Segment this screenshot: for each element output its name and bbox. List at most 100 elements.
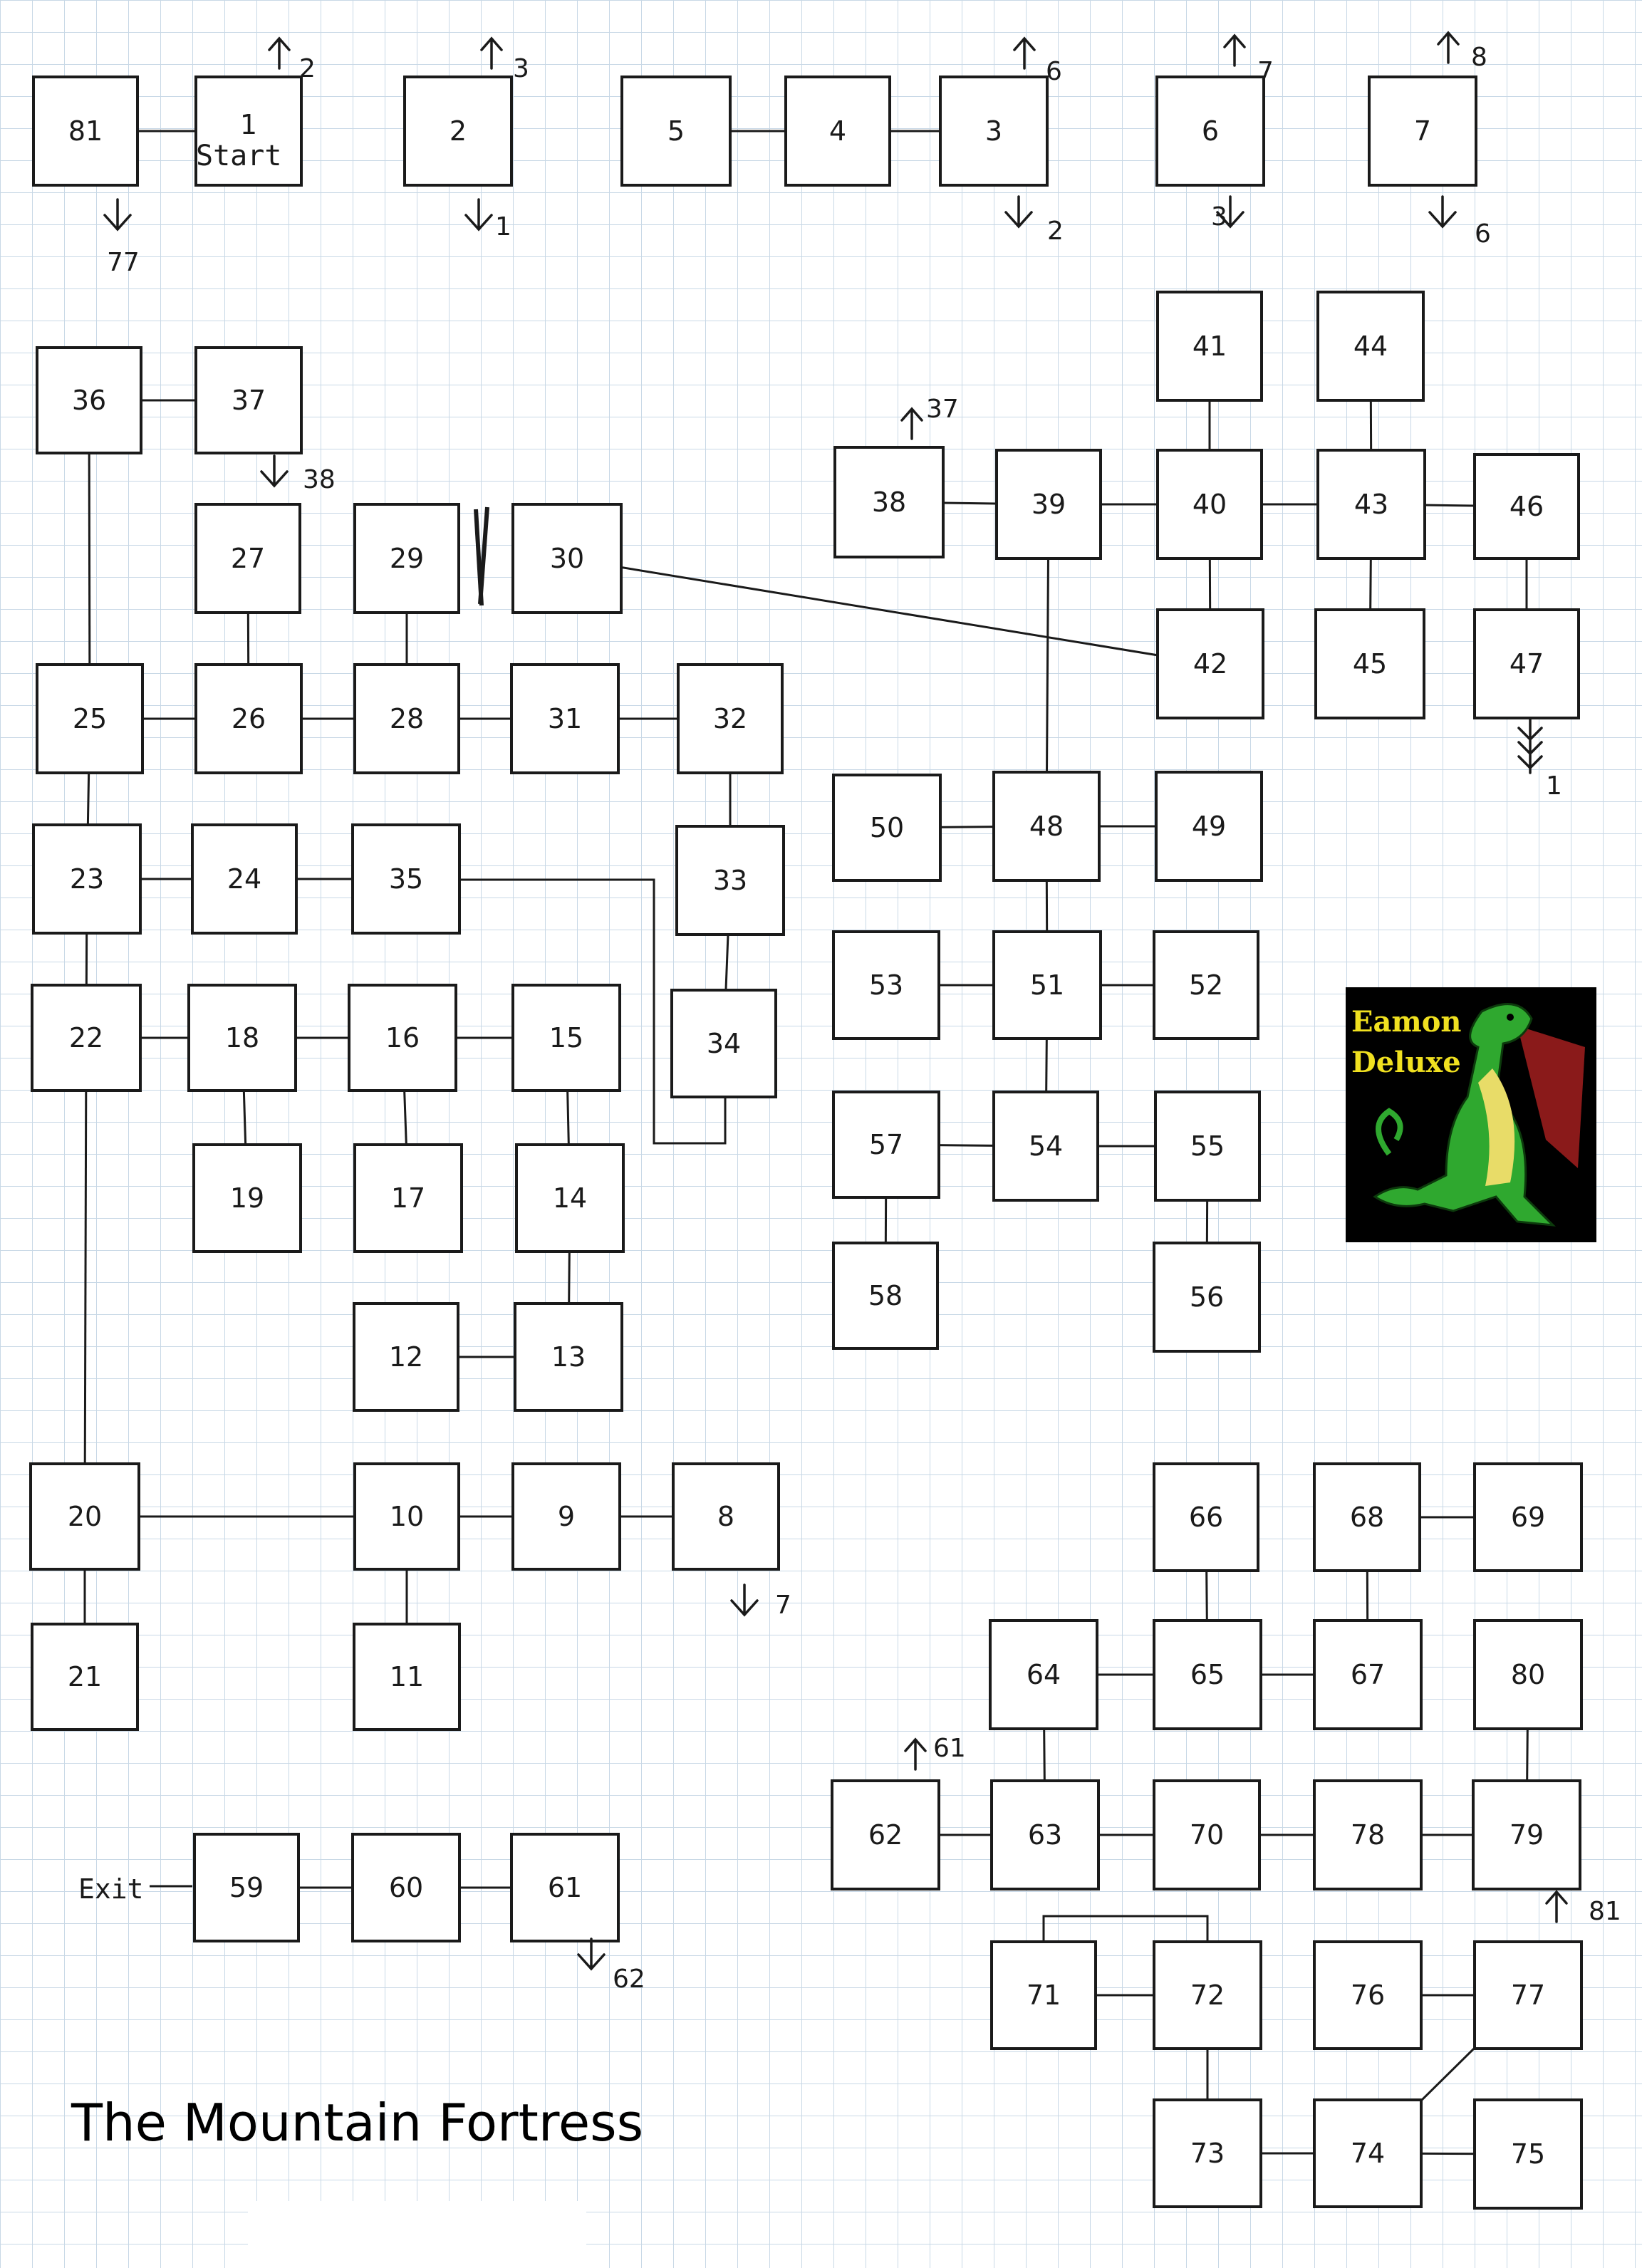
- room-box: [36, 663, 144, 774]
- room-20: 20: [29, 1462, 140, 1571]
- room-60: 60: [351, 1833, 461, 1942]
- room-15: 15: [511, 984, 621, 1092]
- room-number: 20: [68, 1501, 102, 1532]
- room-box: [511, 984, 621, 1092]
- room-number: 69: [1511, 1502, 1545, 1533]
- room-number: 26: [232, 703, 266, 734]
- room-number: 43: [1354, 489, 1388, 520]
- room-77: 77: [1473, 1940, 1583, 2050]
- room-box: [1156, 291, 1263, 402]
- room-box: [1153, 1940, 1262, 2050]
- room-number: 38: [872, 487, 906, 518]
- room-number: 27: [231, 543, 265, 574]
- room-box: [992, 771, 1101, 882]
- room-7: 7: [1368, 76, 1477, 187]
- room-box: [511, 503, 623, 614]
- room-box: [1473, 608, 1580, 719]
- room-number: 16: [385, 1022, 420, 1054]
- room-14: 14: [515, 1143, 625, 1253]
- room-number: 48: [1029, 811, 1064, 842]
- room-box: [1313, 1779, 1423, 1890]
- room-number: 62: [868, 1819, 903, 1851]
- room-box: [194, 76, 303, 187]
- room-number: 5: [667, 115, 685, 147]
- room-number: 6: [1202, 115, 1219, 147]
- room-number: 77: [1511, 1980, 1545, 2011]
- stair-destination: 3: [513, 54, 529, 83]
- logo-line-2: Deluxe: [1351, 1046, 1461, 1079]
- stair-to-2: 2: [268, 36, 316, 83]
- room-44: 44: [1316, 291, 1425, 402]
- arrow-up-icon: [904, 1737, 927, 1771]
- room-box: [351, 823, 461, 935]
- room-box: [1316, 449, 1426, 560]
- room-box: [832, 1242, 939, 1350]
- room-box: [620, 76, 732, 187]
- room-box: [353, 1302, 459, 1412]
- room-number: 76: [1351, 1980, 1385, 2011]
- room-number: 39: [1032, 489, 1066, 520]
- room-box: [784, 76, 891, 187]
- room-box: [1473, 1619, 1583, 1730]
- room-number: 78: [1351, 1819, 1385, 1851]
- room-number: 70: [1190, 1819, 1224, 1851]
- arrow-down-icon: [730, 1583, 759, 1617]
- room-box: [348, 984, 457, 1092]
- stair-to-8: 8: [1437, 31, 1487, 72]
- room-number: 10: [390, 1501, 424, 1532]
- blank-patch: [248, 2201, 586, 2268]
- room-17: 17: [353, 1143, 463, 1253]
- room-73: 73: [1153, 2098, 1262, 2208]
- room-box: [1314, 608, 1425, 719]
- room-box: [187, 984, 297, 1092]
- room-number: 72: [1190, 1980, 1225, 2011]
- room-4: 4: [784, 76, 891, 187]
- room-40: 40: [1156, 449, 1263, 560]
- room-42: 42: [1156, 608, 1264, 719]
- stair-destination: 38: [303, 465, 336, 494]
- room-45: 45: [1314, 608, 1425, 719]
- stair-to-1: 1: [1517, 718, 1562, 801]
- room-68: 68: [1313, 1462, 1421, 1572]
- room-54: 54: [992, 1091, 1099, 1202]
- room-box: [1153, 1462, 1259, 1572]
- room-box: [36, 346, 142, 454]
- routed-connection: [1042, 1915, 1209, 1942]
- stair-to-3: 3: [1211, 195, 1245, 232]
- room-66: 66: [1153, 1462, 1259, 1572]
- room-31: 31: [510, 663, 620, 774]
- room-number: 75: [1511, 2138, 1545, 2170]
- connection: [83, 1037, 88, 1517]
- room-number: 56: [1190, 1281, 1224, 1313]
- room-box: [1473, 2098, 1583, 2210]
- stair-destination: 7: [775, 1591, 791, 1620]
- room-box: [1313, 1619, 1423, 1730]
- room-number: 60: [389, 1872, 423, 1903]
- stair-destination: 6: [1046, 57, 1062, 86]
- room-number: 51: [1030, 969, 1064, 1001]
- room-39: 39: [995, 449, 1102, 560]
- room-box: [1473, 1940, 1583, 2050]
- connection: [566, 557, 1211, 665]
- room-box: [194, 346, 303, 454]
- stair-to-7: 7: [1223, 33, 1274, 86]
- room-49: 49: [1155, 771, 1263, 882]
- room-52: 52: [1153, 930, 1259, 1040]
- room-number: 46: [1510, 491, 1544, 522]
- room-70: 70: [1153, 1779, 1261, 1890]
- stair-to-1: 1: [464, 198, 511, 241]
- arrow-down-icon: [1216, 195, 1245, 229]
- arrow-down-icon: [1517, 718, 1543, 774]
- arrow-up-icon: [1013, 36, 1036, 70]
- room-24: 24: [191, 823, 298, 935]
- room-48: 48: [992, 771, 1101, 882]
- room-box: [1313, 2098, 1423, 2208]
- stair-destination: 1: [1546, 771, 1562, 801]
- room-number: 13: [551, 1341, 586, 1373]
- room-number: 23: [70, 863, 104, 895]
- room-50: 50: [832, 774, 942, 882]
- room-38: 38: [833, 446, 945, 558]
- room-box: [670, 989, 777, 1098]
